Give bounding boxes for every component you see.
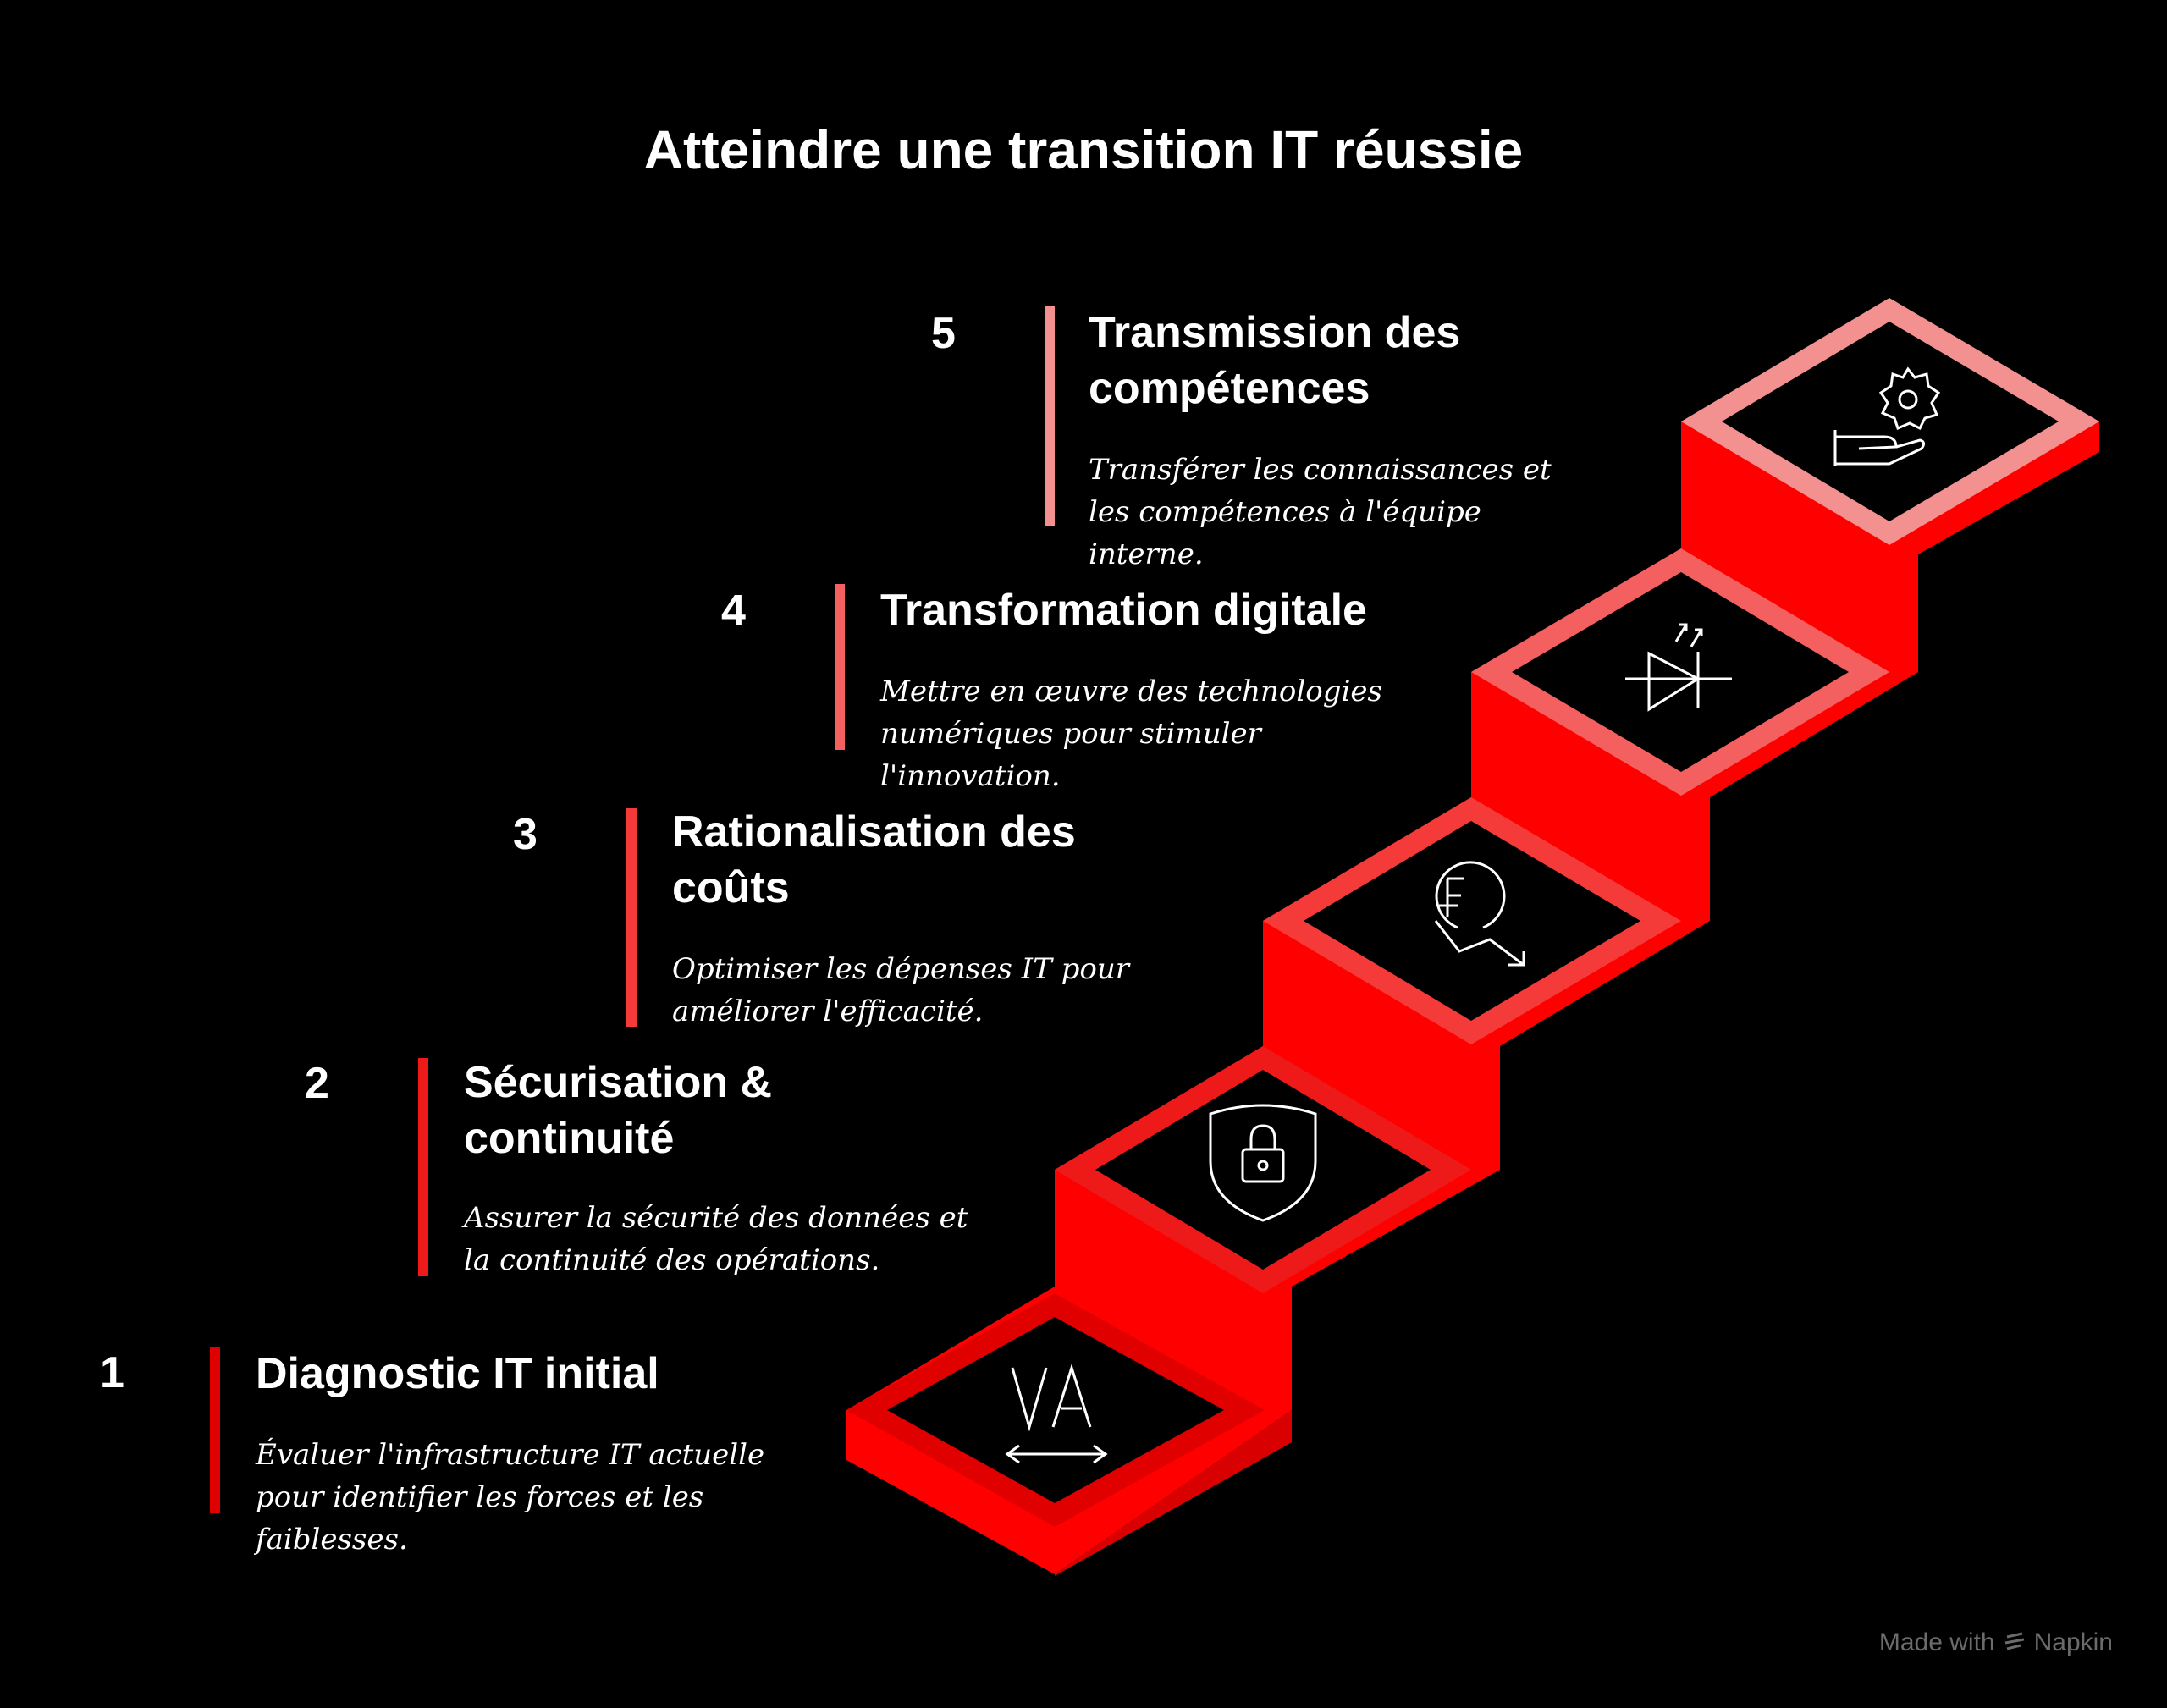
step-heading: Sécurisation & continuité xyxy=(464,1058,773,1163)
step-5-top xyxy=(1681,298,2099,545)
franc-trend-down-icon xyxy=(1434,861,1525,967)
step-accent-bar xyxy=(835,584,845,750)
made-with-napkin-watermark[interactable]: Made with Napkin xyxy=(1879,1628,2113,1657)
napkin-logo-icon xyxy=(2004,1632,2024,1650)
step-description: Optimiser les dépenses IT pour améliorer… xyxy=(672,952,1129,1028)
step-description: Assurer la sécurité des données et la co… xyxy=(464,1201,968,1277)
step-heading: Transformation digitale xyxy=(880,586,1367,635)
led-diode-icon xyxy=(1625,623,1732,712)
step-heading: Rationalisation des coûts xyxy=(672,807,1076,912)
step-3-top xyxy=(1263,797,1681,1044)
hand-gear-icon xyxy=(1833,366,1941,466)
watermark-brand: Napkin xyxy=(2033,1628,2113,1656)
step-description: Transférer les connaissances et les comp… xyxy=(1089,453,1552,571)
shield-lock-icon xyxy=(1209,1104,1317,1222)
step-number: 1 xyxy=(100,1348,124,1397)
step-accent-bar xyxy=(626,808,637,1027)
step-description: Évaluer l'infrastructure IT actuelle pou… xyxy=(256,1438,765,1556)
step-accent-bar xyxy=(210,1347,220,1513)
step-1-top xyxy=(846,1293,1265,1527)
va-arrows-icon xyxy=(1005,1363,1108,1464)
staircase-side-shade xyxy=(1055,1410,1292,1576)
step-number: 4 xyxy=(721,587,746,636)
watermark-text: Made with xyxy=(1878,1628,1995,1656)
step-4-top xyxy=(1471,548,1889,796)
step-heading: Transmission des compétences xyxy=(1089,308,1461,413)
step-accent-bar xyxy=(1045,306,1055,526)
step-accent-bar xyxy=(418,1058,428,1276)
step-heading: Diagnostic IT initial xyxy=(256,1349,659,1398)
step-number: 2 xyxy=(305,1059,329,1108)
step-number: 5 xyxy=(931,309,956,358)
page-title: Atteindre une transition IT réussie xyxy=(643,119,1524,180)
step-description: Mettre en œuvre des technologies numériq… xyxy=(880,675,1382,793)
step-number: 3 xyxy=(513,810,538,859)
